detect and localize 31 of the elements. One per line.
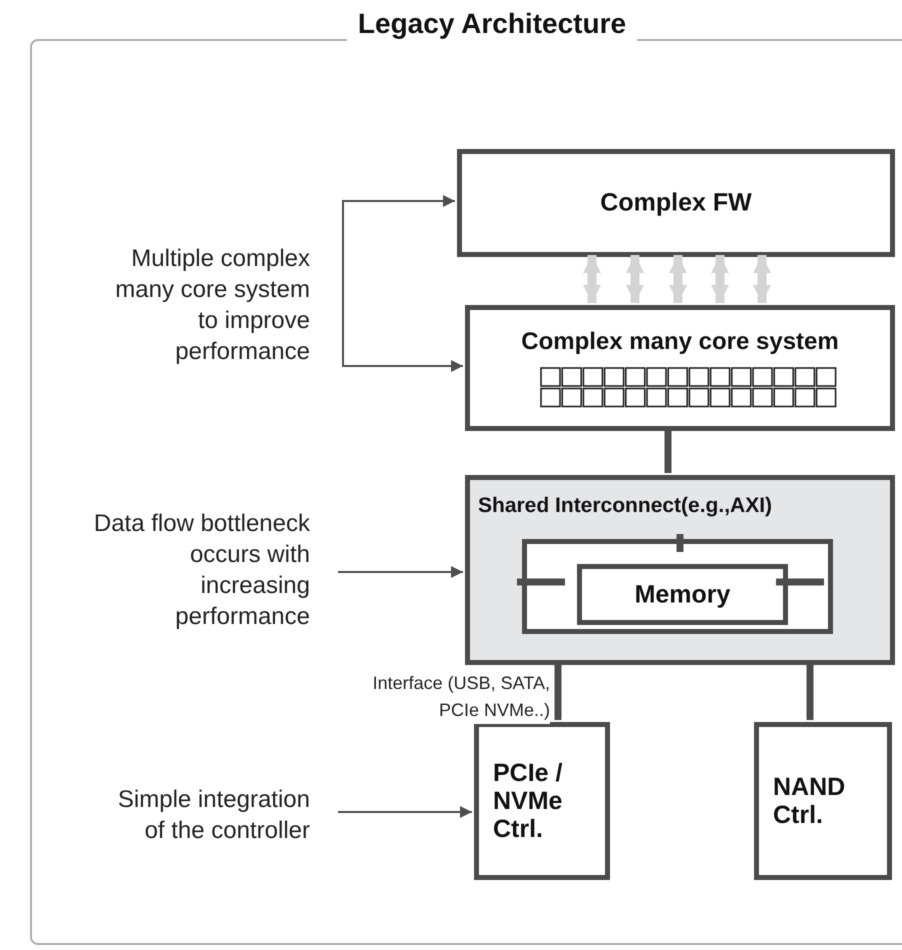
- component-box: [465, 475, 895, 665]
- box-label: Shared Interconnect(e.g.,AXI): [478, 493, 774, 519]
- component-box: [465, 305, 895, 431]
- connector-line: [676, 534, 684, 552]
- component-box: [754, 722, 892, 880]
- arrow: [342, 303, 463, 372]
- annotation-text: Simple integration of the controller: [110, 765, 310, 865]
- box-label: Complex FW: [599, 187, 753, 218]
- annotation-text: Data flow bottleneck occurs with increasing performance: [90, 495, 310, 645]
- arrow: [583, 255, 601, 303]
- box-label: PCIe / NVMe Ctrl.: [493, 759, 564, 843]
- connector-line: [776, 578, 824, 586]
- arrow: [338, 806, 472, 818]
- box-label: Memory: [634, 578, 732, 610]
- arrow: [711, 255, 729, 303]
- component-box: [577, 564, 788, 625]
- connector-line: [517, 578, 565, 586]
- component-box: [474, 722, 610, 880]
- connector-line: [554, 663, 562, 720]
- arrow: [669, 255, 687, 303]
- box-label: Complex many core system: [520, 327, 840, 357]
- arrow: [338, 566, 463, 578]
- arrow: [626, 255, 644, 303]
- component-box: [457, 149, 895, 257]
- bus-ring-box: [522, 539, 833, 634]
- annotation-text: Multiple complex many core system to improve performance: [90, 230, 310, 380]
- connector-line: [806, 663, 814, 720]
- arrow: [342, 195, 455, 303]
- box-label: NAND Ctrl.: [773, 773, 846, 829]
- arrow: [753, 255, 771, 303]
- connector-line: [664, 429, 672, 473]
